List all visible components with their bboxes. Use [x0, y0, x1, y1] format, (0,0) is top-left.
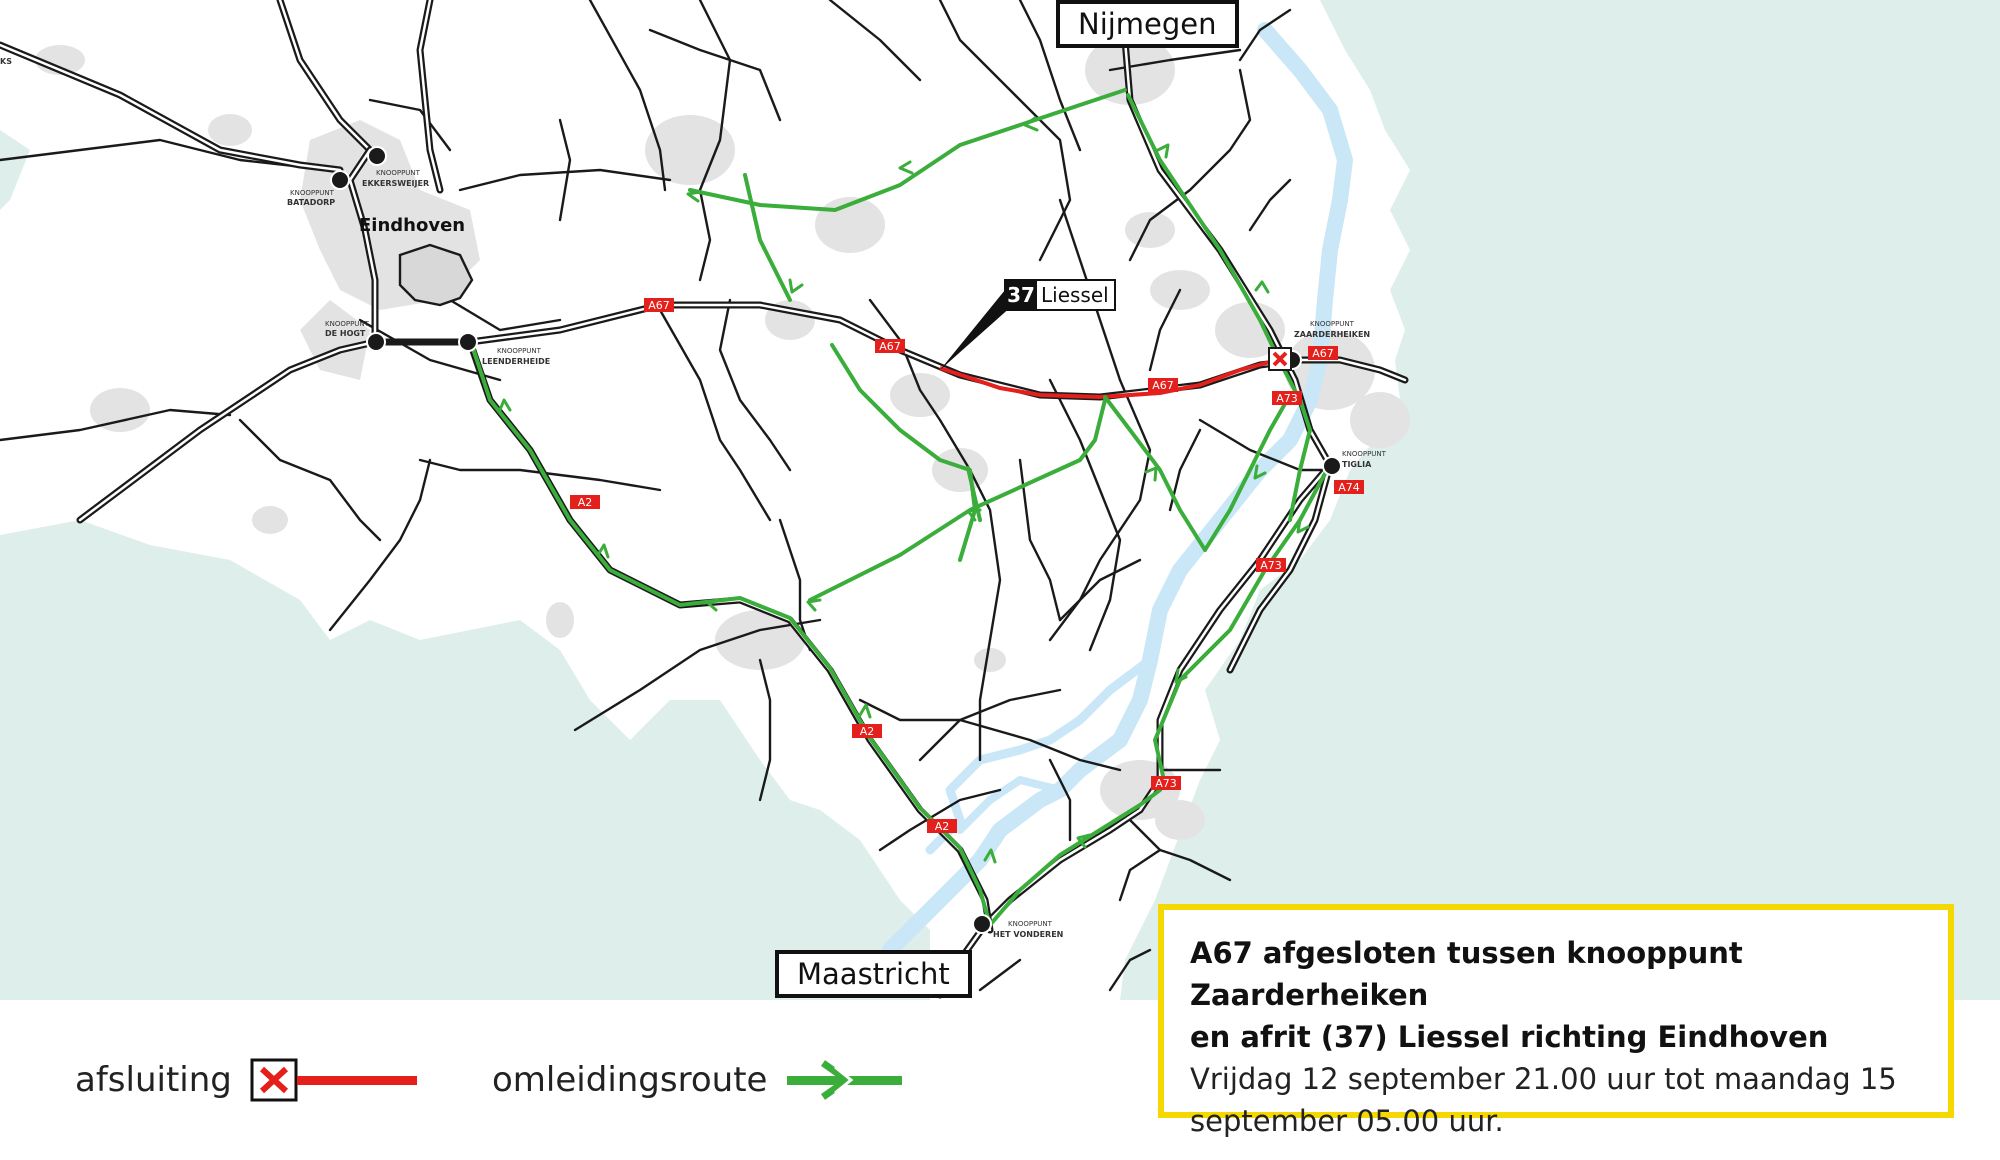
legend-detour-label: omleidingsroute: [492, 1060, 768, 1100]
exit-name: Liessel: [1041, 283, 1109, 307]
road-shield-a67: A67: [875, 339, 905, 353]
detour-direction-arrows: [498, 116, 1310, 864]
junction-batadorp-dot: [330, 170, 350, 190]
eindhoven-ring-road: [398, 243, 474, 307]
closure-legend-icon: [250, 1058, 417, 1102]
road-shield-a67: A67: [1148, 378, 1178, 392]
junction-label-ekkersweijer: KNOOPPUNT EKKERSWEIJER: [362, 169, 429, 188]
junction-label-fragment: KS: [0, 57, 12, 66]
svg-text:KNOOPPUNT: KNOOPPUNT: [1008, 920, 1053, 928]
junction-leenderheide-dot: [458, 332, 478, 352]
road-shield-a2: A2: [852, 724, 882, 738]
city-box-maastricht: Maastricht: [775, 950, 972, 998]
exit-number: 37: [1007, 283, 1035, 307]
city-label-eindhoven: Eindhoven: [359, 215, 465, 236]
legend-closure: afsluiting: [75, 1050, 420, 1110]
legend-closure-label: afsluiting: [75, 1060, 232, 1100]
shaded-area-south: [0, 520, 930, 1000]
svg-text:A73: A73: [1276, 392, 1298, 405]
svg-text:KNOOPPUNT: KNOOPPUNT: [290, 189, 335, 197]
svg-text:LEENDERHEIDE: LEENDERHEIDE: [482, 357, 550, 366]
junction-label-het-vonderen: KNOOPPUNT HET VONDEREN: [993, 920, 1063, 939]
road-shield-a2: A2: [570, 495, 600, 509]
legend-detour: omleidingsroute: [492, 1050, 915, 1110]
junction-het-vonderen-dot: [972, 914, 992, 934]
road-shield-a67: A67: [644, 298, 674, 312]
junction-label-tiglia: KNOOPPUNT TIGLIA: [1342, 450, 1387, 469]
closure-marker: [1268, 347, 1292, 371]
junction-ekkersweijer-dot: [367, 146, 387, 166]
svg-text:A2: A2: [935, 820, 950, 833]
closure-title-line1: A67 afgesloten tussen knooppunt Zaarderh…: [1190, 936, 1743, 1012]
closure-title-line2: en afrit (37) Liessel richting Eindhoven: [1190, 1020, 1829, 1054]
svg-text:BATADORP: BATADORP: [287, 198, 335, 207]
closure-period-line1: Vrijdag 12 september 21.00 uur tot maand…: [1190, 1062, 1897, 1096]
road-shield-a73: A73: [1272, 391, 1302, 405]
svg-text:A67: A67: [648, 299, 670, 312]
closed-road-segment: [939, 358, 1293, 400]
junction-label-leenderheide: KNOOPPUNT LEENDERHEIDE: [482, 347, 550, 366]
road-shield-a2: A2: [927, 819, 957, 833]
svg-text:A67: A67: [1152, 379, 1174, 392]
junction-label-batadorp: KNOOPPUNT BATADORP: [287, 189, 335, 207]
detour-legend-icon: [787, 1060, 903, 1100]
svg-text:HET VONDEREN: HET VONDEREN: [993, 930, 1063, 939]
junction-label-de-hogt: KNOOPPUNT DE HOGT: [325, 320, 370, 338]
water-maas: [872, 22, 1353, 998]
junction-label-zaarderheiken: KNOOPPUNT ZAARDERHEIKEN: [1294, 320, 1370, 339]
svg-text:A2: A2: [860, 725, 875, 738]
road-shield-a67: A67: [1308, 346, 1338, 360]
junction-labels: KNOOPPUNT EKKERSWEIJER KNOOPPUNT BATADOR…: [0, 57, 1387, 939]
svg-text:EKKERSWEIJER: EKKERSWEIJER: [362, 179, 429, 188]
svg-text:KNOOPPUNT: KNOOPPUNT: [376, 169, 421, 177]
svg-text:ZAARDERHEIKEN: ZAARDERHEIKEN: [1294, 330, 1370, 339]
city-box-nijmegen: Nijmegen: [1056, 0, 1239, 48]
svg-text:KNOOPPUNT: KNOOPPUNT: [325, 320, 370, 328]
svg-text:TIGLIA: TIGLIA: [1342, 460, 1372, 469]
secondary-roads: [0, 0, 1342, 992]
svg-text:KNOOPPUNT: KNOOPPUNT: [497, 347, 542, 355]
svg-text:A67: A67: [879, 340, 901, 353]
road-shields: A67 A67 A67 A67 A73 A73 A73 A74 A2 A2 A2: [570, 298, 1364, 833]
svg-text:A74: A74: [1338, 481, 1360, 494]
closure-info-box: A67 afgesloten tussen knooppunt Zaarderh…: [1158, 904, 1954, 1138]
junction-de-hogt-dot: [366, 332, 386, 352]
svg-text:A67: A67: [1312, 347, 1334, 360]
junction-tiglia-dot: [1322, 456, 1342, 476]
svg-text:KNOOPPUNT: KNOOPPUNT: [1310, 320, 1355, 328]
road-shield-a73: A73: [1151, 776, 1181, 790]
svg-text:A2: A2: [578, 496, 593, 509]
shaded-area-west: [0, 130, 30, 210]
svg-text:KNOOPPUNT: KNOOPPUNT: [1342, 450, 1387, 458]
road-shield-a73: A73: [1256, 558, 1286, 572]
detour-routes: [470, 88, 1330, 927]
road-shield-a74: A74: [1334, 480, 1364, 494]
svg-text:A73: A73: [1155, 777, 1177, 790]
shaded-area-east: [1120, 0, 2000, 1000]
svg-text:A73: A73: [1260, 559, 1282, 572]
closure-period-line2: september 05.00 uur.: [1190, 1104, 1504, 1138]
svg-text:DE HOGT: DE HOGT: [325, 329, 366, 338]
exit-37-callout: 37 Liessel: [940, 279, 1116, 370]
